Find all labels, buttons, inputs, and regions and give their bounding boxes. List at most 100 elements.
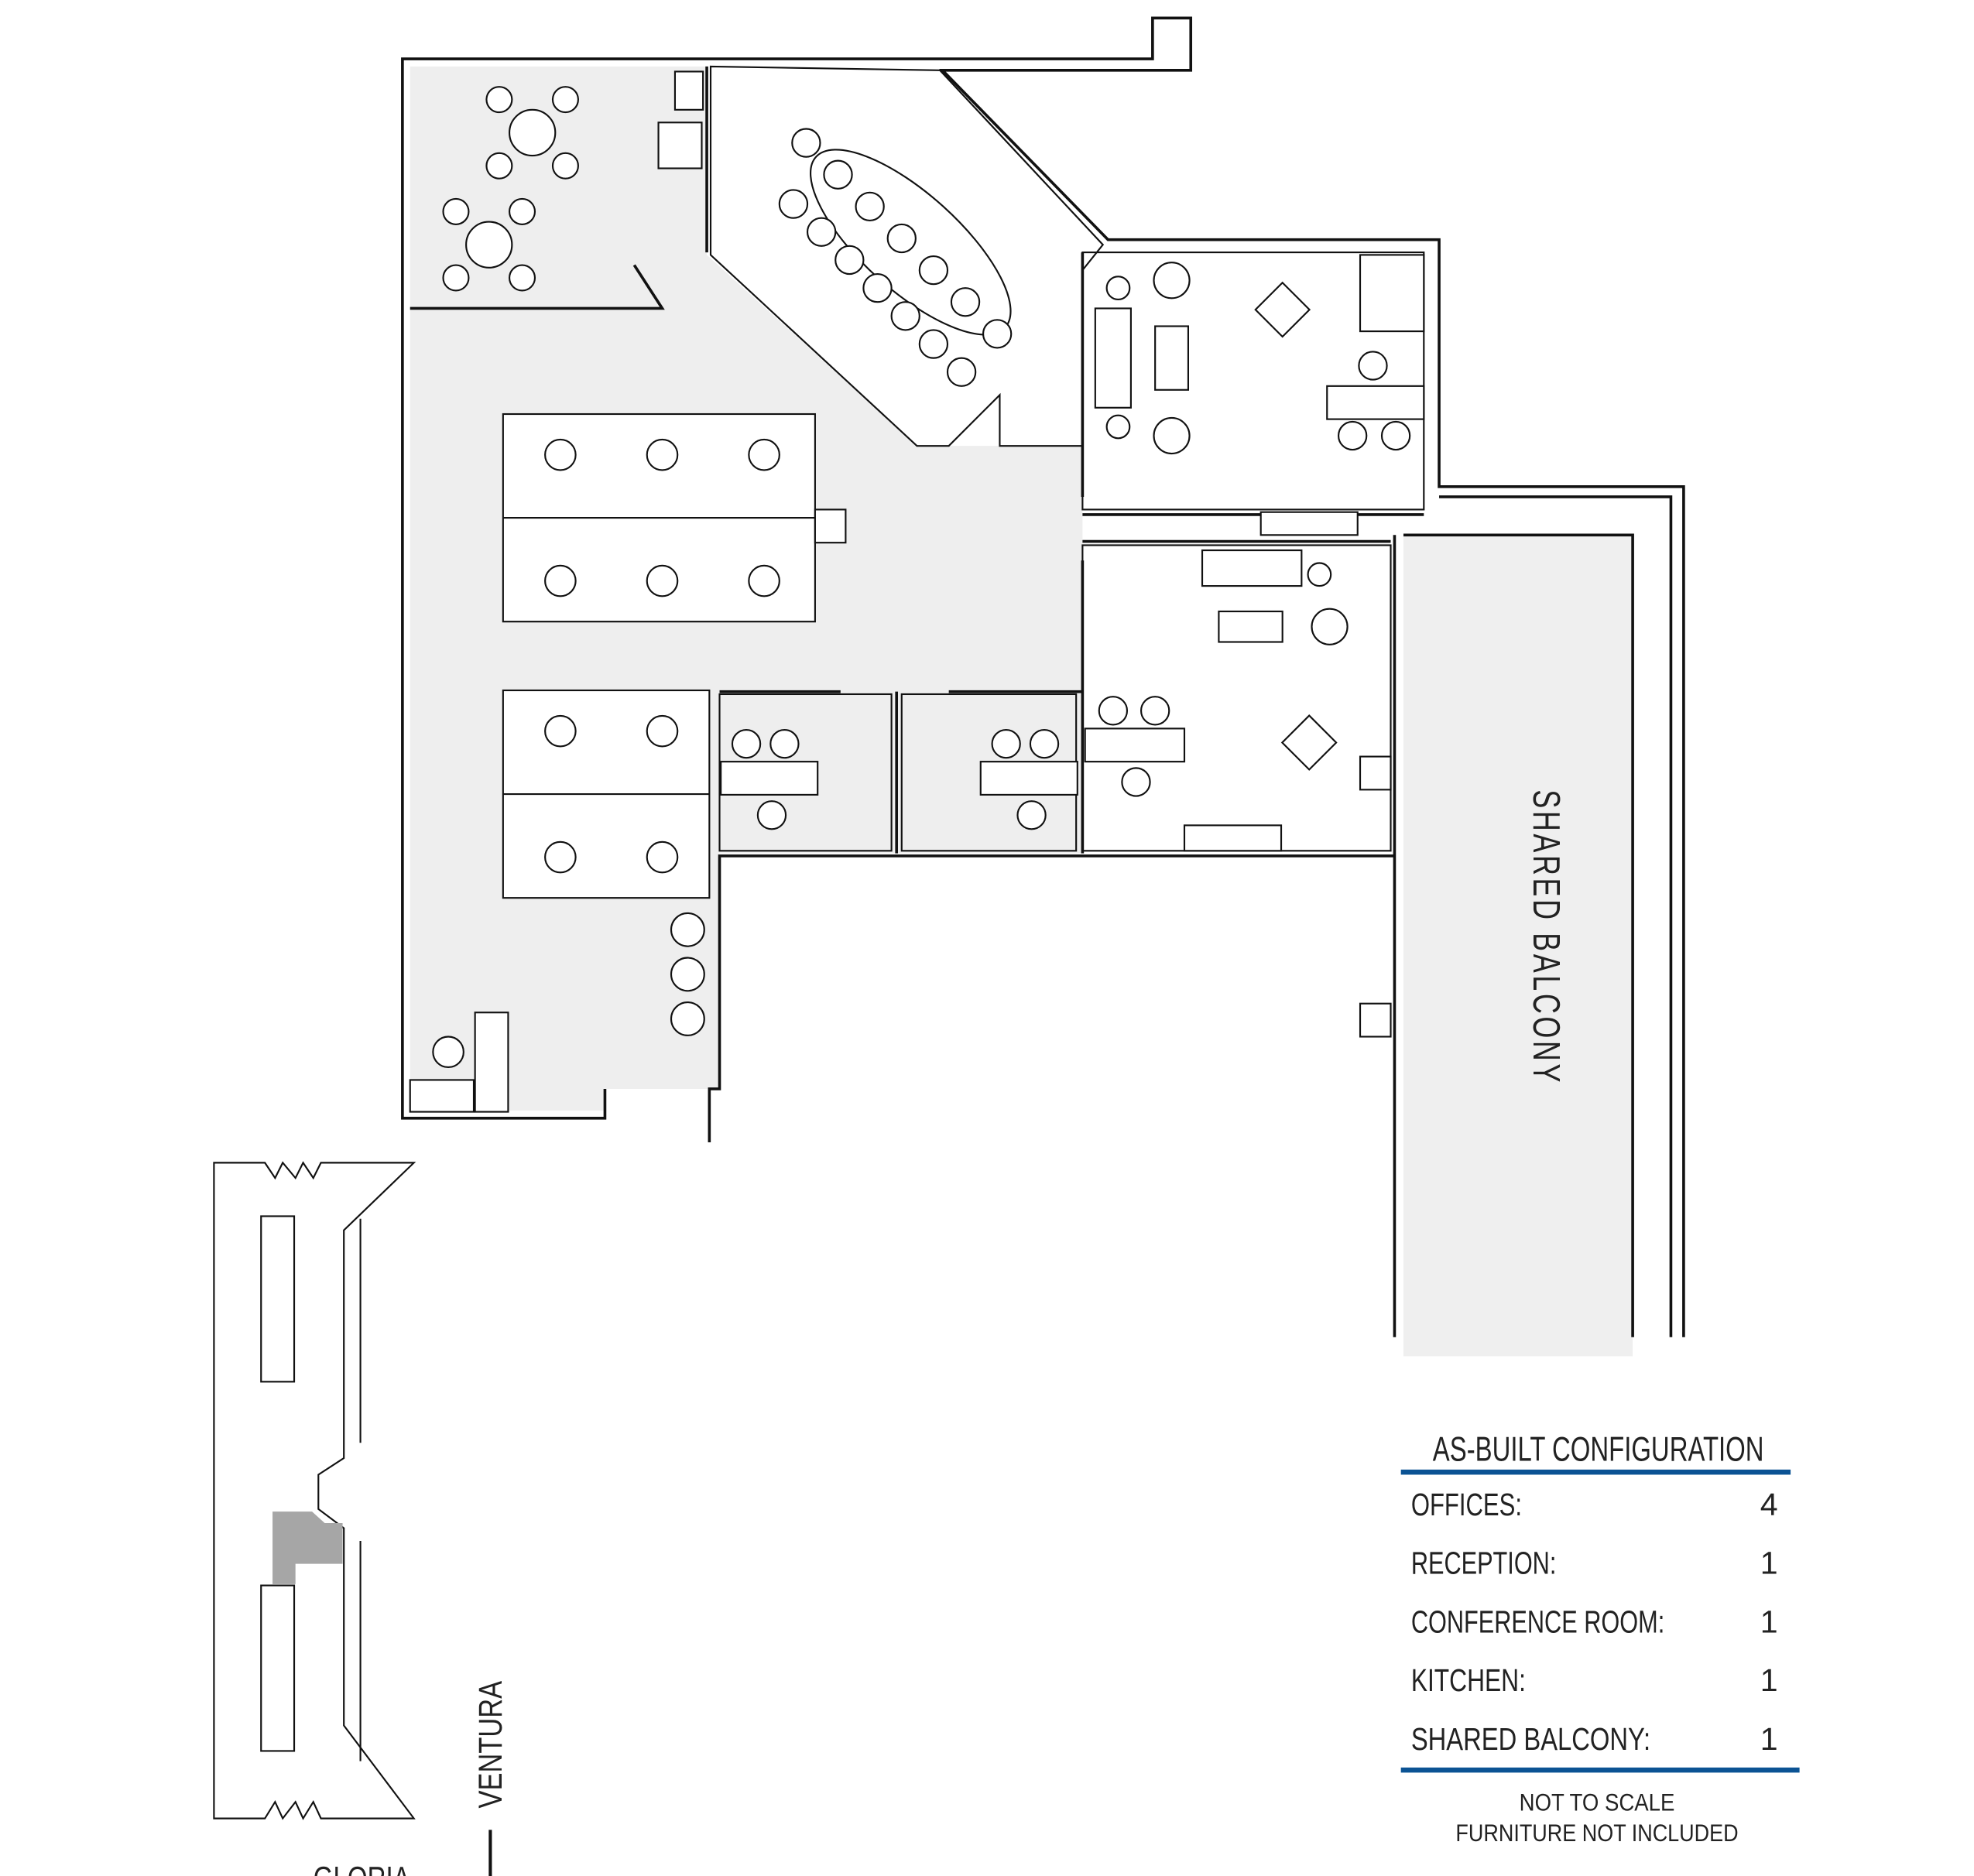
- file-cabinet: [1183, 824, 1283, 852]
- balcony-label: SHARED BALCONY: [1525, 789, 1568, 1085]
- chair: [1140, 696, 1170, 726]
- chair: [855, 191, 885, 222]
- core-south: [260, 1584, 296, 1752]
- side-table: [1105, 276, 1131, 301]
- exterior-wall: [401, 16, 1685, 1337]
- chair: [890, 301, 920, 331]
- refrigerator: [657, 122, 703, 169]
- chair: [886, 223, 917, 254]
- office-southeast: [1081, 544, 1392, 852]
- conference-room: [709, 65, 1105, 447]
- armchair: [1153, 262, 1191, 300]
- chair: [544, 840, 577, 874]
- legend-row-label: OFFICES:: [1411, 1487, 1522, 1522]
- chair: [1337, 420, 1368, 451]
- square-table: [1254, 281, 1311, 338]
- chair: [485, 152, 513, 180]
- suite-south-wall: [708, 854, 1395, 1143]
- kitchen-wall: [410, 264, 665, 310]
- lounge-chair: [670, 1001, 705, 1036]
- chair: [1016, 800, 1047, 830]
- square-table: [1280, 714, 1338, 771]
- chair: [551, 152, 579, 180]
- legend-row-label: SHARED BALCONY:: [1411, 1721, 1650, 1757]
- reception-counter: [409, 1079, 475, 1113]
- column: [1359, 755, 1392, 791]
- legend-row-value: 1: [1760, 1546, 1778, 1581]
- reception-desk: [474, 1012, 509, 1113]
- chair: [508, 264, 536, 292]
- round-table: [465, 221, 513, 269]
- legend-row-label: RECEPTION:: [1411, 1546, 1557, 1581]
- chair: [950, 287, 981, 317]
- legend-note-furniture: FURNITURE NOT INCLUDED: [1455, 1820, 1738, 1847]
- legend-row-value: 4: [1760, 1487, 1778, 1522]
- suite-highlight: [272, 1511, 343, 1584]
- furniture-layer: [409, 70, 1425, 1113]
- chair: [918, 255, 949, 286]
- chair: [834, 245, 865, 276]
- chair: [823, 159, 853, 190]
- street-label-gloria: GLORIA: [314, 1861, 410, 1876]
- side-table: [1105, 414, 1131, 440]
- chair: [791, 128, 821, 158]
- building-outline: [213, 1161, 416, 1820]
- legend-row-label: KITCHEN:: [1411, 1662, 1526, 1698]
- column: [1359, 1002, 1392, 1038]
- legend-top-rule: [1400, 1469, 1791, 1475]
- legend: AS-BUILT CONFIGURATION OFFICES:4RECEPTIO…: [1400, 1430, 1800, 1847]
- sofa: [1201, 549, 1303, 587]
- north-arrow-bracket: [488, 1830, 492, 1876]
- chair: [946, 357, 977, 387]
- key-plan: VENTURA GLORIA: [213, 1161, 509, 1876]
- chair: [778, 189, 809, 219]
- chair: [756, 800, 787, 830]
- credenza: [1359, 254, 1425, 333]
- coffee-table: [1154, 325, 1190, 391]
- sofa: [1094, 307, 1132, 409]
- legend-note-scale: NOT TO SCALE: [1520, 1789, 1675, 1816]
- chair: [485, 86, 513, 114]
- chair: [731, 728, 762, 759]
- chair: [442, 264, 470, 292]
- legend-row-label: CONFERENCE ROOM:: [1411, 1604, 1664, 1639]
- chair: [1121, 767, 1151, 797]
- chair: [1380, 420, 1411, 451]
- chair: [442, 197, 470, 225]
- coffee-table: [1218, 610, 1283, 643]
- legend-row-value: 1: [1760, 1662, 1778, 1698]
- desk: [1084, 727, 1186, 763]
- balcony-rail: [1403, 533, 1634, 1337]
- lounge-chair: [670, 912, 705, 947]
- office-small-1: [718, 693, 893, 852]
- chair: [646, 714, 679, 748]
- legend-bottom-rule: [1400, 1767, 1800, 1773]
- round-table: [508, 108, 557, 157]
- chair: [1358, 351, 1388, 381]
- side-table: [1307, 562, 1332, 587]
- exterior-wall-east: [1439, 495, 1673, 1337]
- street-label-ventura: VENTURA: [472, 1681, 509, 1809]
- chair: [544, 438, 577, 471]
- chair: [982, 319, 1013, 349]
- desk: [979, 761, 1078, 796]
- shared-balcony-area: [1403, 535, 1633, 1357]
- chair: [646, 840, 679, 874]
- file-cabinet: [1259, 511, 1359, 536]
- chair: [1029, 728, 1060, 759]
- legend-row-value: 1: [1760, 1604, 1778, 1639]
- chair: [748, 564, 780, 597]
- chair: [646, 438, 679, 471]
- chair: [806, 217, 837, 247]
- chair: [918, 329, 949, 359]
- file-cabinet: [814, 508, 847, 544]
- chair: [432, 1036, 464, 1069]
- core-north: [260, 1215, 296, 1383]
- chair: [1098, 696, 1129, 726]
- lounge-chair: [670, 957, 705, 992]
- chair: [991, 728, 1021, 759]
- desk: [1326, 385, 1425, 420]
- chair: [646, 564, 679, 597]
- chair: [508, 197, 536, 225]
